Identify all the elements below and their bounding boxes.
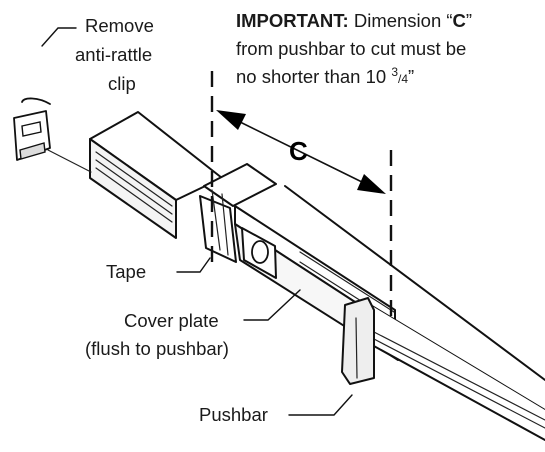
cover-plate-leader-line	[243, 289, 301, 321]
clip-label: Remove anti-rattle clip	[75, 15, 154, 94]
tape-label: Tape	[106, 261, 146, 282]
rail-end-block	[89, 111, 223, 239]
clip-label-line2: anti-rattle	[75, 44, 152, 65]
note-fraction-numerator: 3	[391, 65, 398, 79]
rail-assembly	[89, 111, 545, 441]
tape-leader-line	[176, 257, 211, 273]
note-line3-text: no shorter than 10	[236, 66, 391, 87]
cover-plate-label-line2: (flush to pushbar)	[85, 338, 229, 359]
clip-label-line3: clip	[108, 73, 136, 94]
note-fraction-denominator: 4	[401, 72, 408, 86]
important-note: IMPORTANT: Dimension “C” from pushbar to…	[236, 10, 472, 87]
dimension-arrow-right	[357, 174, 386, 194]
note-line3-close: ”	[408, 66, 414, 87]
note-line3: no shorter than 10 3/4”	[236, 65, 414, 87]
dimension-label-c: C	[289, 136, 308, 166]
note-fraction-slash: /	[398, 72, 402, 86]
note-line1-text: Dimension “	[349, 10, 453, 31]
cover-plate-opening	[241, 227, 277, 279]
anti-rattle-clip	[13, 97, 92, 173]
cover-plate-label-line1: Cover plate	[124, 310, 219, 331]
clip-leader-line	[41, 27, 77, 47]
pushbar-leader-line	[288, 394, 353, 416]
note-important-prefix: IMPORTANT:	[236, 10, 349, 31]
note-letter-c: C	[453, 10, 466, 31]
pushbar-bar	[341, 297, 545, 441]
note-line1-close: ”	[466, 10, 472, 31]
tape-band	[199, 163, 277, 263]
clip-label-line1: Remove	[85, 15, 154, 36]
dimension-line	[235, 119, 367, 185]
cover-plate-label: Cover plate (flush to pushbar)	[85, 310, 229, 359]
note-line2: from pushbar to cut must be	[236, 38, 466, 59]
pushbar-label: Pushbar	[199, 404, 268, 425]
dimension-arrow-left	[216, 110, 246, 130]
note-line1: IMPORTANT: Dimension “C”	[236, 10, 472, 31]
dimension-c: C	[210, 71, 393, 320]
